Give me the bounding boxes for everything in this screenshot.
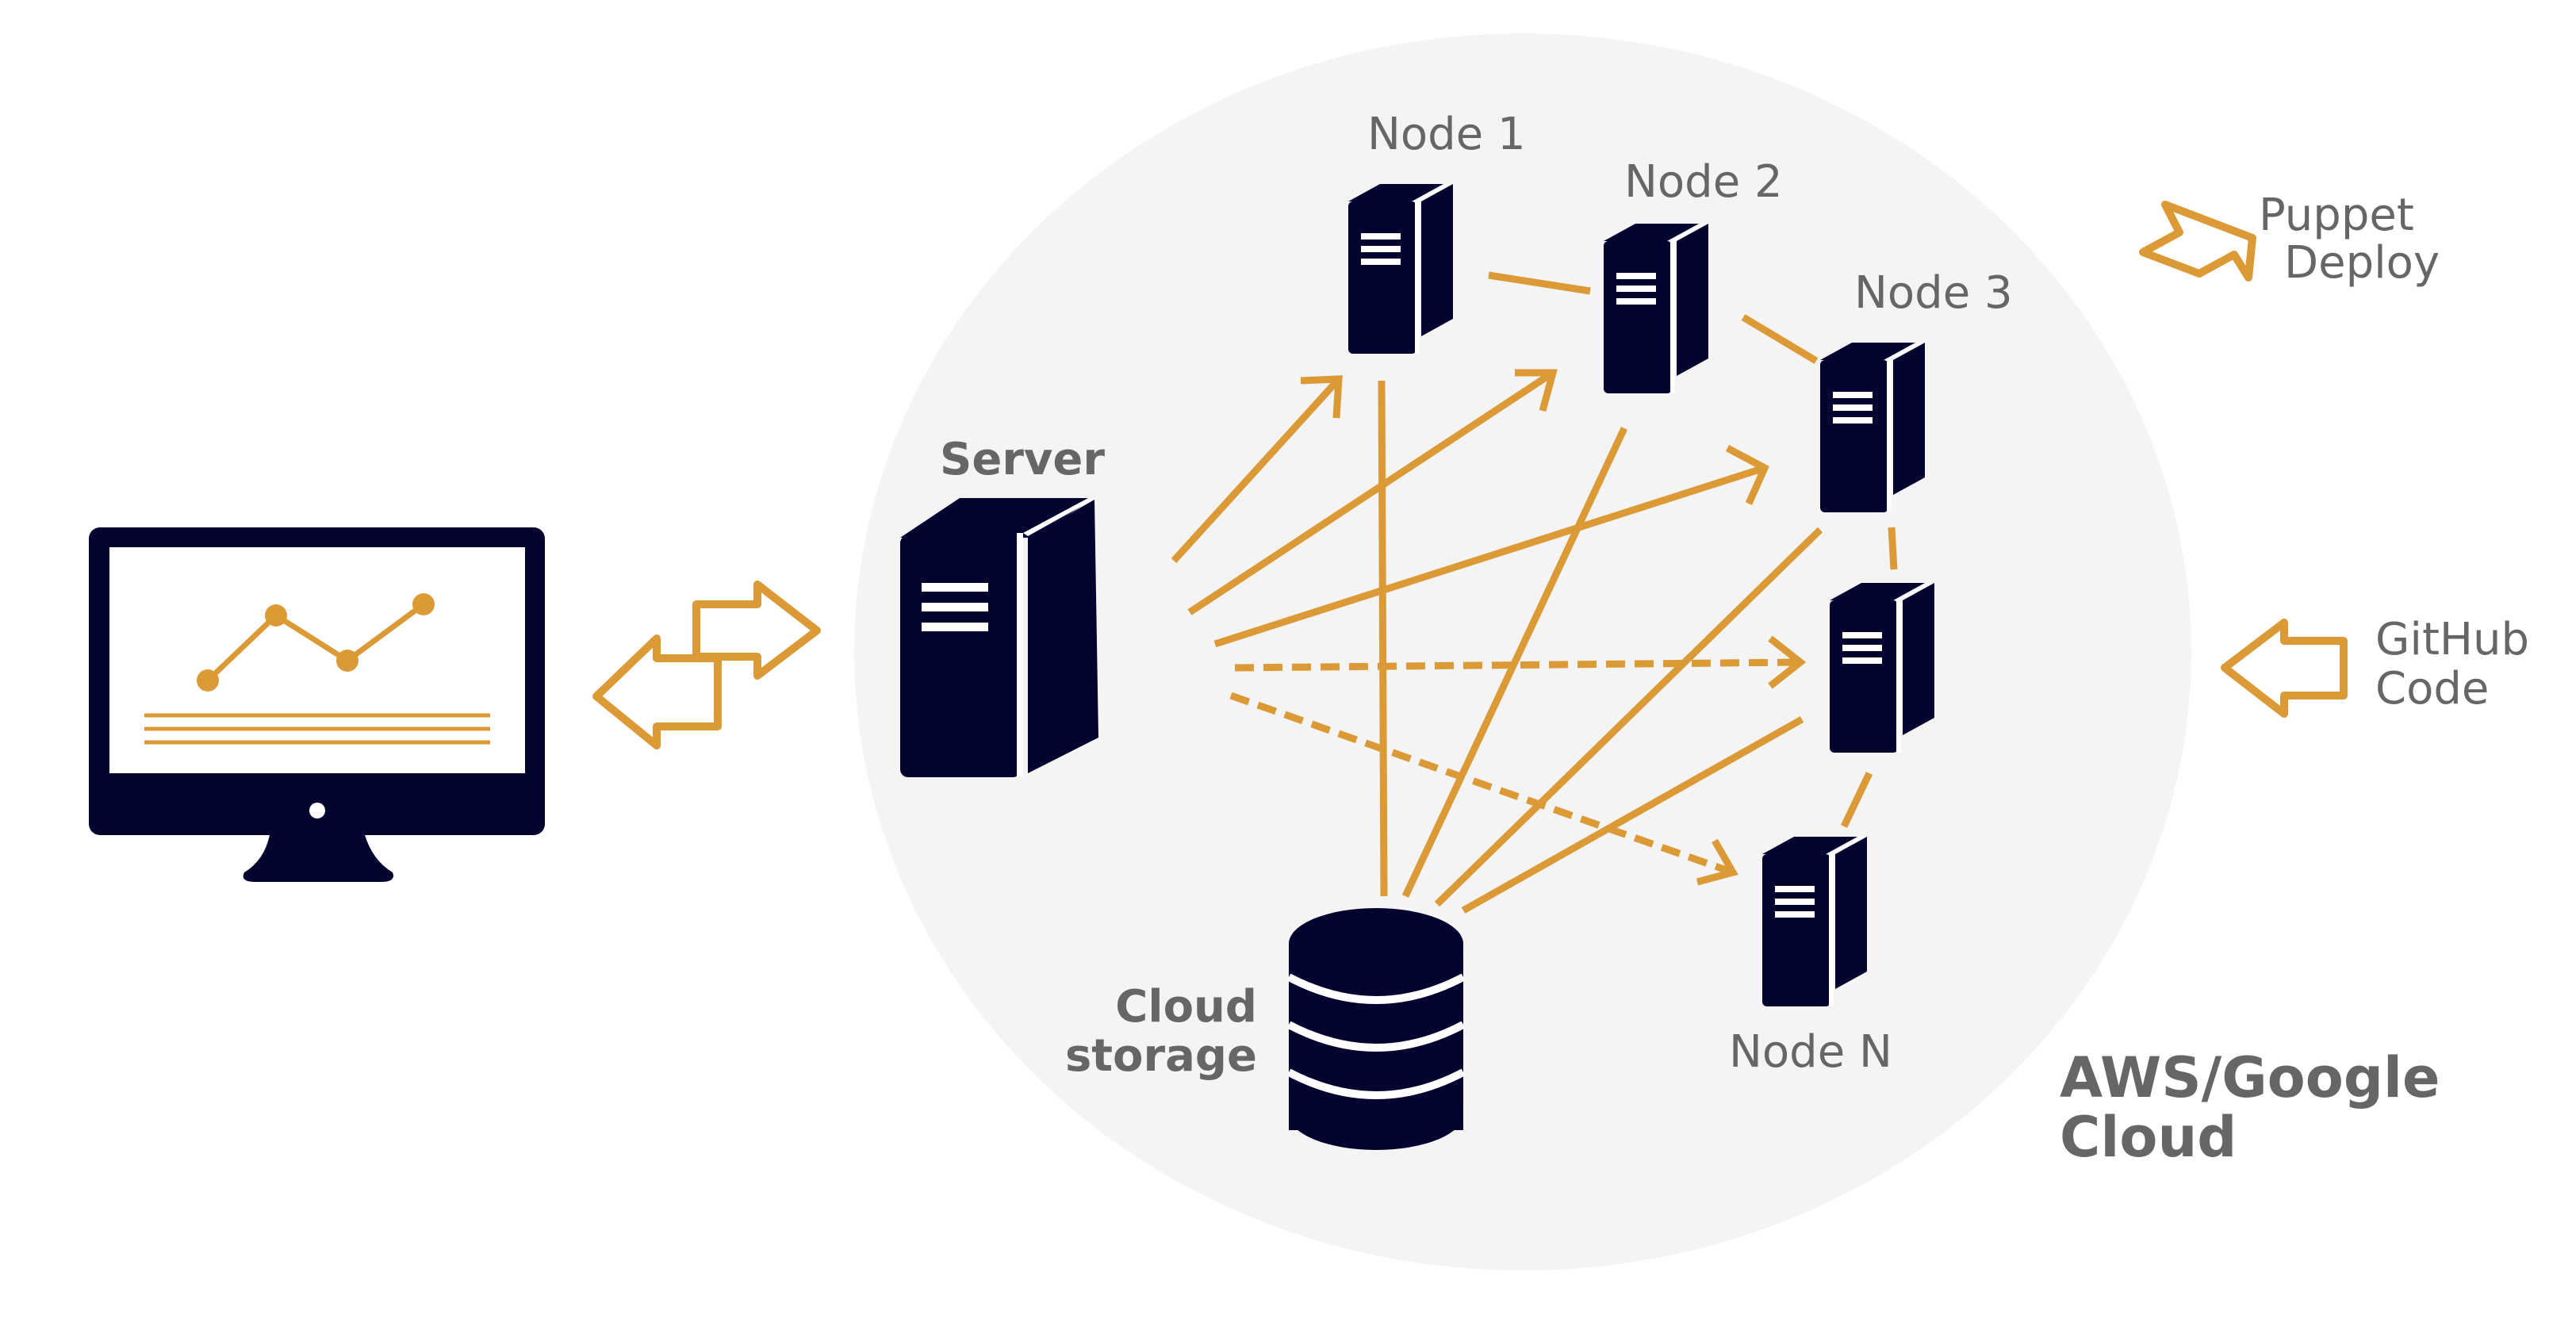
cloud-provider-label-line2: Cloud	[2060, 1105, 2237, 1170]
monitor-icon	[89, 527, 545, 882]
node3-label: Node 3	[1854, 267, 2013, 319]
puppet-label-line2: Deploy	[2284, 237, 2440, 289]
node2-label: Node 2	[1624, 156, 1783, 208]
puppet-label-line1: Puppet	[2259, 190, 2414, 241]
github-label-line2: Code	[2375, 663, 2489, 715]
server-label: Server	[940, 434, 1105, 485]
nodeN-label: Node N	[1729, 1026, 1892, 1078]
github-label-line1: GitHub	[2375, 614, 2529, 665]
cloud-provider-label-line1: AWS/Google	[2060, 1045, 2440, 1110]
puppet-deploy-arrow-icon	[2139, 201, 2256, 282]
cloud-storage-label-line2: storage	[1065, 1030, 1257, 1082]
node1-label: Node 1	[1367, 109, 1526, 160]
cloud-storage-label-line1: Cloud	[1115, 981, 1257, 1033]
github-code-arrow-icon	[2221, 619, 2348, 718]
connection-edges	[1171, 271, 1898, 914]
double-arrow-icon	[592, 581, 821, 749]
server-icon	[900, 498, 1098, 777]
database-icon	[1286, 908, 1466, 1150]
